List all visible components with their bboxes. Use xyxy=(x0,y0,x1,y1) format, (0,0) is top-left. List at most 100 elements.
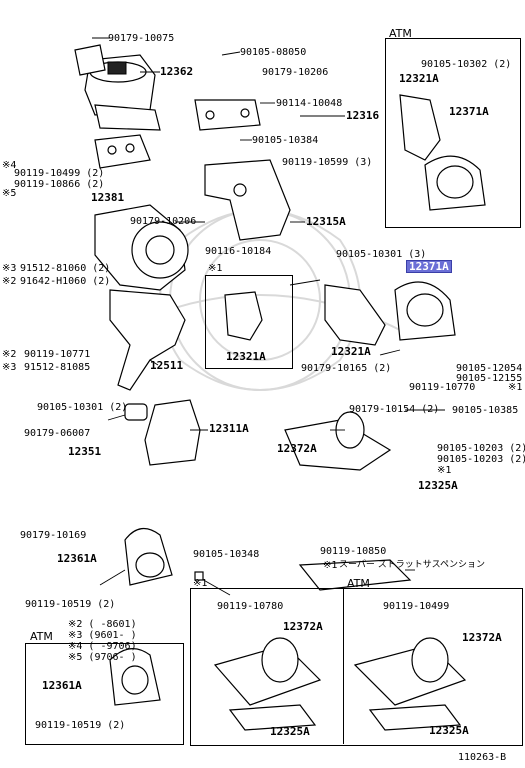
part-label[interactable]: 90105-10385 xyxy=(452,405,519,416)
part-label[interactable]: 12351 xyxy=(68,445,102,458)
part-label[interactable]: 90179-10154 (2) xyxy=(349,404,440,415)
note-mark: ※2 xyxy=(2,349,17,360)
bracket-12315A xyxy=(204,159,291,241)
part-label-highlighted[interactable]: 12371A xyxy=(406,260,452,273)
bracket-12311A xyxy=(144,399,201,466)
part-label[interactable]: 12321A xyxy=(226,350,266,363)
bracket-12321A-right xyxy=(324,284,386,346)
bottom-wide-box xyxy=(190,588,523,746)
part-label[interactable]: 12325A xyxy=(429,724,469,737)
detail-box-1 xyxy=(205,275,293,369)
diagram-id: 110263-B xyxy=(458,752,507,763)
atm-top-header: ATM xyxy=(389,27,412,40)
part-label[interactable]: 12315A xyxy=(306,215,346,228)
part-label[interactable]: 12316 xyxy=(346,109,380,122)
atm-bottom-left-header: ATM xyxy=(30,630,53,643)
part-label[interactable]: 90119-10770 xyxy=(409,382,476,393)
note-line: ※3 (9601- ) xyxy=(68,630,137,641)
note-mark: ※1 xyxy=(193,578,208,589)
bracket-12381 xyxy=(94,134,151,169)
part-label[interactable]: 90119-10519 (2) xyxy=(35,720,126,731)
insulator-12361A xyxy=(124,528,173,586)
bottom-right-assy xyxy=(353,637,467,731)
part-label[interactable]: 90105-10203 (2) xyxy=(437,443,525,454)
part-label[interactable]: 12372A xyxy=(277,442,317,455)
part-label[interactable]: 90105-12155 xyxy=(456,373,523,384)
part-label[interactable]: 90105-10302 (2) xyxy=(421,59,512,70)
part-label[interactable]: 90114-10048 xyxy=(276,98,343,109)
atm-top-box xyxy=(385,38,521,228)
part-label[interactable]: 90105-08050 xyxy=(240,47,307,58)
part-label[interactable]: 90105-10301 (2) xyxy=(37,402,128,413)
part-label[interactable]: 90119-10519 (2) xyxy=(25,599,116,610)
bottom-left-assy xyxy=(213,637,322,731)
insulator-12351 xyxy=(124,403,148,421)
atm-bottom-right-header: ATM xyxy=(347,577,370,590)
part-label[interactable]: 90105-10384 xyxy=(252,135,319,146)
note-mark: ※1 xyxy=(437,465,452,476)
part-label[interactable]: 90119-10866 (2) xyxy=(14,179,105,190)
part-label[interactable]: スーパー ストラットサスペンション xyxy=(339,560,485,570)
atm-top-parts xyxy=(399,94,486,211)
part-label[interactable]: 90119-10499 (2) xyxy=(14,168,105,179)
engine-mount-12362 xyxy=(74,44,161,131)
part-label[interactable]: 12321A xyxy=(331,345,371,358)
part-label[interactable]: 12361A xyxy=(42,679,82,692)
bottom-divider xyxy=(343,588,344,744)
note-line: ※2 ( -8601) xyxy=(68,619,137,630)
atm-bottom-left-box xyxy=(25,643,184,745)
part-label[interactable]: 90105-10203 (2) xyxy=(437,454,525,465)
insulator-12371A xyxy=(394,281,456,341)
note-mark: ※1 xyxy=(323,560,338,571)
part-label[interactable]: 90105-10348 xyxy=(193,549,260,560)
atm-12361A-part xyxy=(109,648,161,706)
part-label[interactable]: 12372A xyxy=(283,620,323,633)
note-mark: ※1 xyxy=(208,263,223,274)
note-mark: ※4 xyxy=(2,160,17,171)
transmission-case xyxy=(94,204,189,291)
part-label[interactable]: 90179-10165 (2) xyxy=(301,363,392,374)
bracket-12511 xyxy=(109,289,186,391)
bracket-12321A-detail xyxy=(224,291,263,341)
part-label[interactable]: 90119-10599 (3) xyxy=(282,157,373,168)
part-label[interactable]: 12325A xyxy=(270,725,310,738)
part-label[interactable]: 90119-10499 xyxy=(383,601,450,612)
part-label[interactable]: 91642-H1060 (2) xyxy=(20,276,111,287)
part-label[interactable]: 12321A xyxy=(399,72,439,85)
insulator-12372A xyxy=(284,411,392,471)
note-line: ※4 ( -9706) xyxy=(68,641,137,652)
note-mark: ※3 xyxy=(2,362,17,373)
part-label[interactable]: 12381 xyxy=(91,191,125,204)
part-label[interactable]: 90179-10206 xyxy=(262,67,329,78)
note-mark: ※2 xyxy=(2,276,17,287)
part-label[interactable]: 90179-10075 xyxy=(108,33,175,44)
part-label[interactable]: 12372A xyxy=(462,631,502,644)
note-mark: ※1 xyxy=(508,382,523,393)
part-label[interactable]: 90119-10850 xyxy=(320,546,387,557)
part-label[interactable]: 12371A xyxy=(449,105,489,118)
bracket-12316 xyxy=(194,99,261,131)
part-label[interactable]: 12311A xyxy=(209,422,249,435)
note-line: ※5 (9706- ) xyxy=(68,652,137,663)
part-label[interactable]: 12325A xyxy=(418,479,458,492)
note-mark: ※3 xyxy=(2,263,17,274)
callout-leader xyxy=(289,279,321,286)
part-label[interactable]: 90179-06007 xyxy=(24,428,91,439)
part-label[interactable]: 90116-10184 xyxy=(205,246,272,257)
note-mark: ※5 xyxy=(2,188,17,199)
part-label[interactable]: 90179-10169 xyxy=(20,530,87,541)
part-label[interactable]: 12361A xyxy=(57,552,97,565)
part-label[interactable]: 90105-10301 (3) xyxy=(336,249,427,260)
part-label[interactable]: 12511 xyxy=(150,359,184,372)
part-label[interactable]: 90179-10206 xyxy=(130,216,197,227)
part-label[interactable]: 90119-10771 xyxy=(24,349,91,360)
bracket-12325A xyxy=(298,559,412,591)
part-label[interactable]: 91512-81060 (2) xyxy=(20,263,111,274)
part-label[interactable]: 90119-10780 xyxy=(217,601,284,612)
part-label[interactable]: 90105-12054 xyxy=(456,363,523,374)
part-label[interactable]: 91512-81085 xyxy=(24,362,91,373)
leader-lines xyxy=(92,37,415,586)
part-label[interactable]: 12362 xyxy=(160,65,194,78)
